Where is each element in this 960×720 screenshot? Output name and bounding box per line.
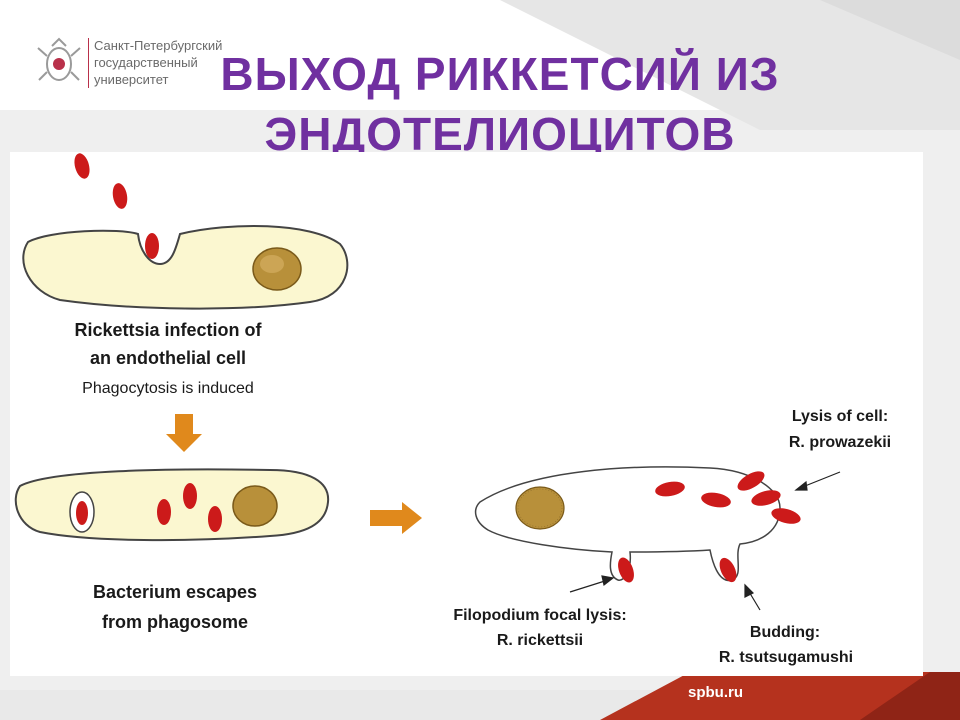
lysis-label-line2: R. prowazekii	[788, 434, 892, 451]
bacterium	[145, 233, 159, 259]
university-name: Санкт-Петербургский государственный унив…	[94, 37, 222, 88]
right-arrow-icon	[370, 502, 422, 534]
endothelial-cell-2	[14, 468, 330, 542]
bacterium	[208, 506, 222, 532]
bacterium	[771, 508, 801, 524]
budding-label-line2: R. tsutsugamushi	[718, 649, 854, 666]
university-line-3: университет	[94, 72, 169, 87]
filopodium-label-line2: R. rickettsii	[496, 632, 584, 649]
university-line-1: Санкт-Петербургский	[94, 38, 223, 53]
nucleus	[515, 486, 565, 530]
stage1-label-line3: Phagocytosis is induced	[82, 380, 254, 397]
bacterium	[112, 183, 128, 209]
figure-panel: Rickettsia infection of an endothelial c…	[10, 152, 923, 676]
bacterium	[751, 490, 781, 506]
stage1-label-line1: Rickettsia infection of	[74, 320, 262, 340]
university-crest-icon	[37, 37, 81, 81]
bacterium	[719, 557, 737, 583]
bacterium	[655, 481, 685, 497]
stage1-label-line2: an endothelial cell	[89, 348, 247, 368]
title-line-2: ЭНДОТЕЛИОЦИТОВ	[264, 108, 736, 160]
filopodium-label-line1: Filopodium focal lysis:	[453, 607, 627, 624]
rickettsia-exit-diagram	[14, 153, 841, 611]
footer-band	[600, 672, 960, 720]
university-line-2: государственный	[94, 55, 198, 70]
page-title: ВЫХОД РИККЕТСИЙ ИЗ ЭНДОТЕЛИОЦИТОВ	[150, 44, 850, 164]
bacterium	[76, 501, 88, 525]
stage2-label-line2: from phagosome	[101, 612, 248, 632]
nucleus	[232, 485, 278, 527]
down-arrow-icon	[166, 414, 202, 452]
bacterium	[618, 557, 634, 583]
footer-site-link[interactable]: spbu.ru	[688, 684, 743, 701]
bacterium	[157, 499, 171, 525]
bacterium	[701, 492, 731, 508]
bacterium	[183, 483, 197, 509]
budding-label-line1: Budding:	[749, 624, 821, 641]
bacterium	[737, 471, 765, 491]
stage2-label-line1: Bacterium escapes	[92, 582, 258, 602]
lysis-label-line1: Lysis of cell:	[791, 408, 889, 425]
bacterium	[74, 153, 90, 179]
pointer-arrow	[569, 579, 609, 593]
logo-divider	[88, 38, 89, 88]
title-line-1: ВЫХОД РИККЕТСИЙ ИЗ	[220, 48, 780, 100]
